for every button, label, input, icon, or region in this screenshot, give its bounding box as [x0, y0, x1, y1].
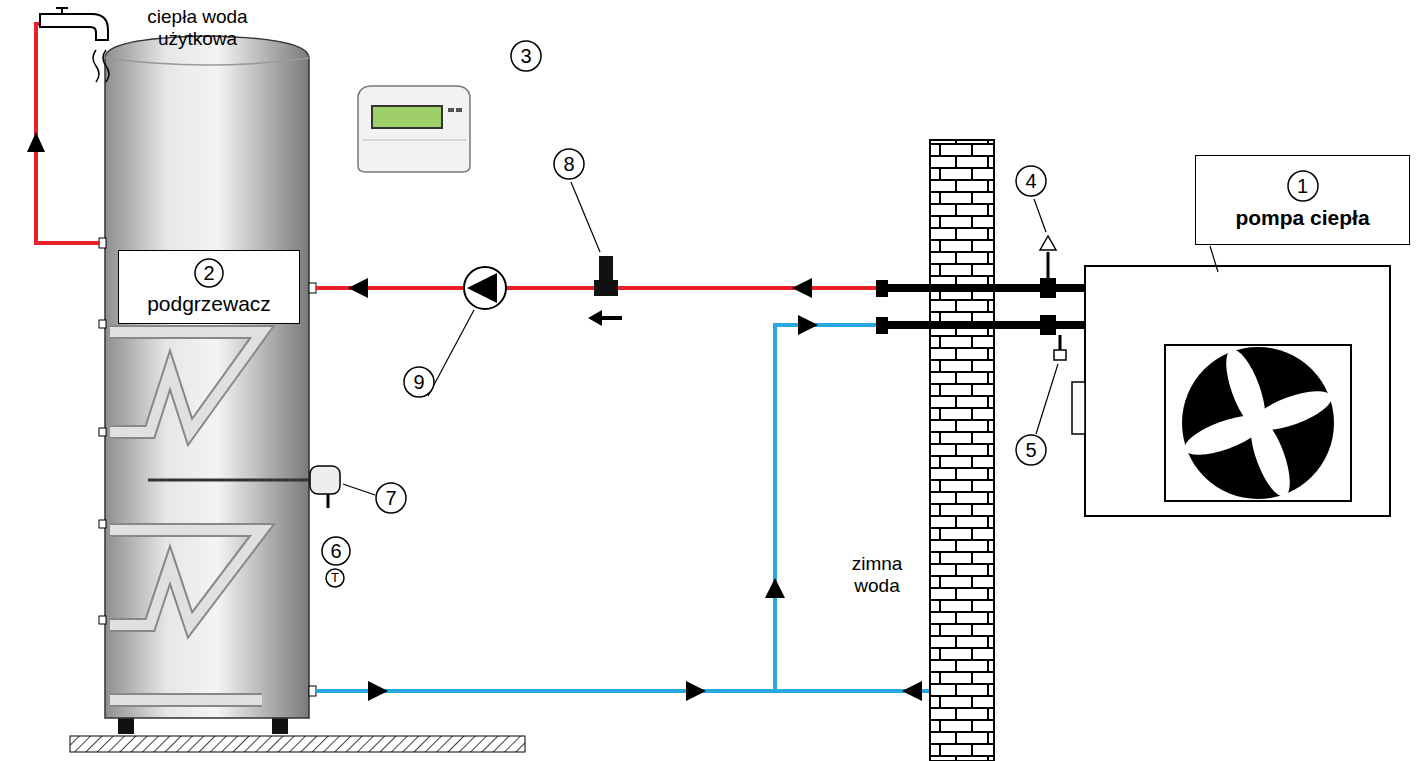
water-heater-tank: [99, 36, 316, 718]
drain-valve: [1054, 335, 1066, 360]
callout-number: 9: [403, 366, 435, 398]
label-box: pompa ciepła 1: [1195, 155, 1410, 245]
pipe-label: zimna woda: [832, 553, 922, 597]
callout-number: 6: [321, 536, 351, 566]
callout-number: 1: [1287, 170, 1319, 202]
pipe-through-wall: [880, 284, 1085, 292]
callout-number: 4: [1025, 170, 1036, 192]
callout-number: 1: [1297, 175, 1308, 197]
leader-lines: [343, 182, 1058, 495]
electric-heater: [148, 466, 340, 508]
air-vent: [1040, 236, 1056, 278]
heat-pump-unit: [1072, 246, 1390, 516]
callout-number: 2: [194, 258, 224, 288]
circulation-pump: [464, 267, 506, 309]
callout-number: 5: [1015, 434, 1047, 466]
label-box: podgrzewacz 2: [118, 250, 300, 324]
callout-number: 8: [553, 148, 585, 180]
callout-number: T: [325, 568, 345, 588]
callout-number: 6: [330, 540, 341, 562]
callout-number: 4: [1015, 165, 1047, 197]
callout-number: 7: [375, 482, 407, 514]
controller: [358, 86, 470, 172]
callout-number: 9: [413, 371, 424, 393]
callout-number: T: [331, 571, 339, 585]
callout-number: 3: [520, 45, 531, 67]
callout-number: 3: [510, 40, 542, 72]
wall: [930, 140, 994, 761]
pipe-through-wall: [880, 321, 1085, 329]
part-name: pompa ciepła: [1235, 206, 1369, 229]
pipe-label: ciepła woda użytkowa: [135, 6, 260, 50]
flow-valve: [588, 256, 622, 326]
callout-number: 7: [385, 487, 396, 509]
part-name: podgrzewacz: [147, 292, 271, 315]
hot-water-line: [27, 8, 109, 243]
ground: [70, 736, 525, 752]
callout-number: 8: [563, 153, 574, 175]
callout-number: 2: [203, 262, 214, 284]
callout-number: 5: [1025, 439, 1036, 461]
